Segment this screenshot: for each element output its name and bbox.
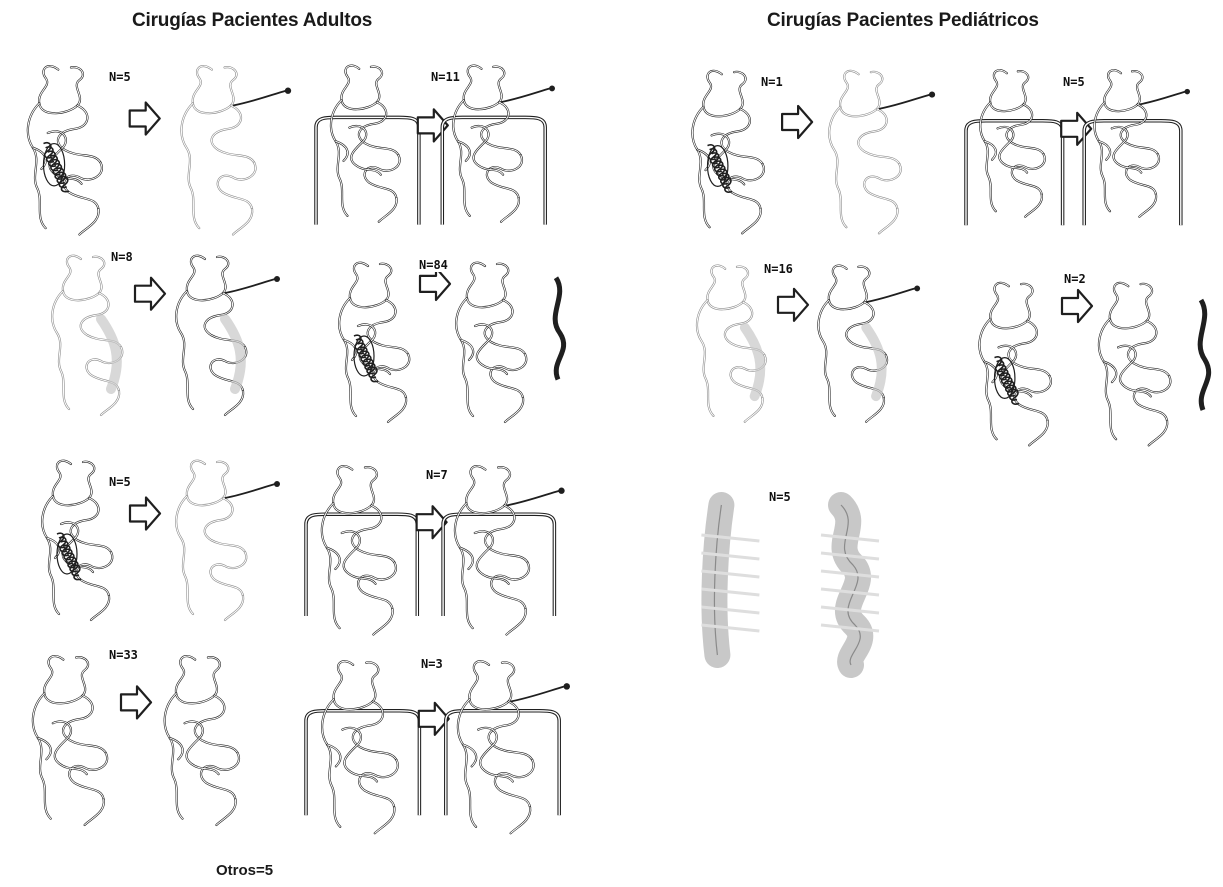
n-count-label: N=84 [418,258,449,272]
surgery-diagram [15,645,280,835]
intestine-drawing [818,266,920,422]
n-count-label: N=33 [108,648,139,662]
arrow-icon [130,103,160,135]
surgery-diagram [680,255,925,445]
intestine-drawing [339,263,409,422]
intestine-drawing [322,661,398,833]
n-count-label: N=5 [768,490,792,504]
pediatric-section-title: Cirugías Pacientes Pediátricos [767,10,1039,32]
n-count-label: N=7 [425,468,449,482]
intestine-drawing [331,66,400,222]
pediatric-surgery-panel [960,270,1215,470]
pediatric-surgery-panel [675,60,930,240]
n-count-label: N=5 [108,475,132,489]
surgery-diagram [320,250,570,435]
intestine-drawing [176,256,280,415]
arrow-icon [135,278,165,310]
n-count-label: N=2 [1063,272,1087,286]
adult-surgery-panel [300,455,565,640]
intestine-drawing [458,661,570,833]
intestine-drawing [176,461,280,620]
intestine-drawing [980,70,1045,217]
n-count-label: N=3 [420,657,444,671]
adult-surgery-panel [35,245,285,430]
arrow-icon [782,106,812,138]
n-count-label: N=5 [108,70,132,84]
surgery-diagram [35,245,285,430]
intestine-drawing [1099,283,1171,446]
straight-tube-drawing [701,505,759,655]
adult-surgery-panel [15,645,280,835]
n-count-label: N=8 [110,250,134,264]
surgery-diagram [960,270,1215,470]
pediatric-surgery-panel [680,485,910,665]
pediatric-surgery-panel [680,255,925,445]
resected-segment-drawing [555,278,564,380]
intestine-drawing [979,283,1051,446]
intestine-drawing [33,656,107,825]
surgery-diagram [300,650,570,840]
adult-surgery-panel [300,650,570,840]
n-count-label: N=5 [1062,75,1086,89]
arrow-icon [1061,113,1091,145]
n-count-label: N=1 [760,75,784,89]
surgery-diagram [310,55,555,250]
surgery-diagram [300,455,565,640]
adult-surgery-panel [25,450,275,635]
n-count-label: N=16 [763,262,794,276]
intestine-drawing [455,466,565,634]
intestine-drawing [165,656,239,825]
intestine-drawing [28,66,102,234]
intestine-drawing [181,66,291,234]
intestine-drawing [453,66,555,222]
resected-segment-drawing [1200,300,1209,410]
adult-surgery-panel [320,250,570,435]
adult-surgery-panel [310,55,555,250]
n-count-label: N=11 [430,70,461,84]
arrow-icon [121,686,151,718]
colon-frame-drawing [1084,121,1181,226]
intestine-drawing [322,466,396,634]
surgery-diagram [680,485,910,665]
adult-section-title: Cirugías Pacientes Adultos [132,10,372,32]
arrow-icon [130,498,160,530]
intestine-drawing [52,256,122,415]
surgery-diagram [25,450,275,635]
intestine-drawing [1095,70,1190,217]
adult-surgery-panel [10,55,295,240]
wavy-tube-drawing [821,505,879,665]
otros-label: Otros=5 [216,862,273,879]
intestine-drawing [692,71,764,233]
arrow-icon [1062,290,1092,322]
intestine-drawing [697,266,766,422]
intestine-drawing [456,263,526,422]
intestine-drawing [829,71,935,233]
surgery-diagram [10,55,295,240]
arrow-icon [778,289,808,321]
surgery-diagram [675,60,930,240]
arrow-icon [420,268,450,300]
intestine-drawing [42,461,112,620]
